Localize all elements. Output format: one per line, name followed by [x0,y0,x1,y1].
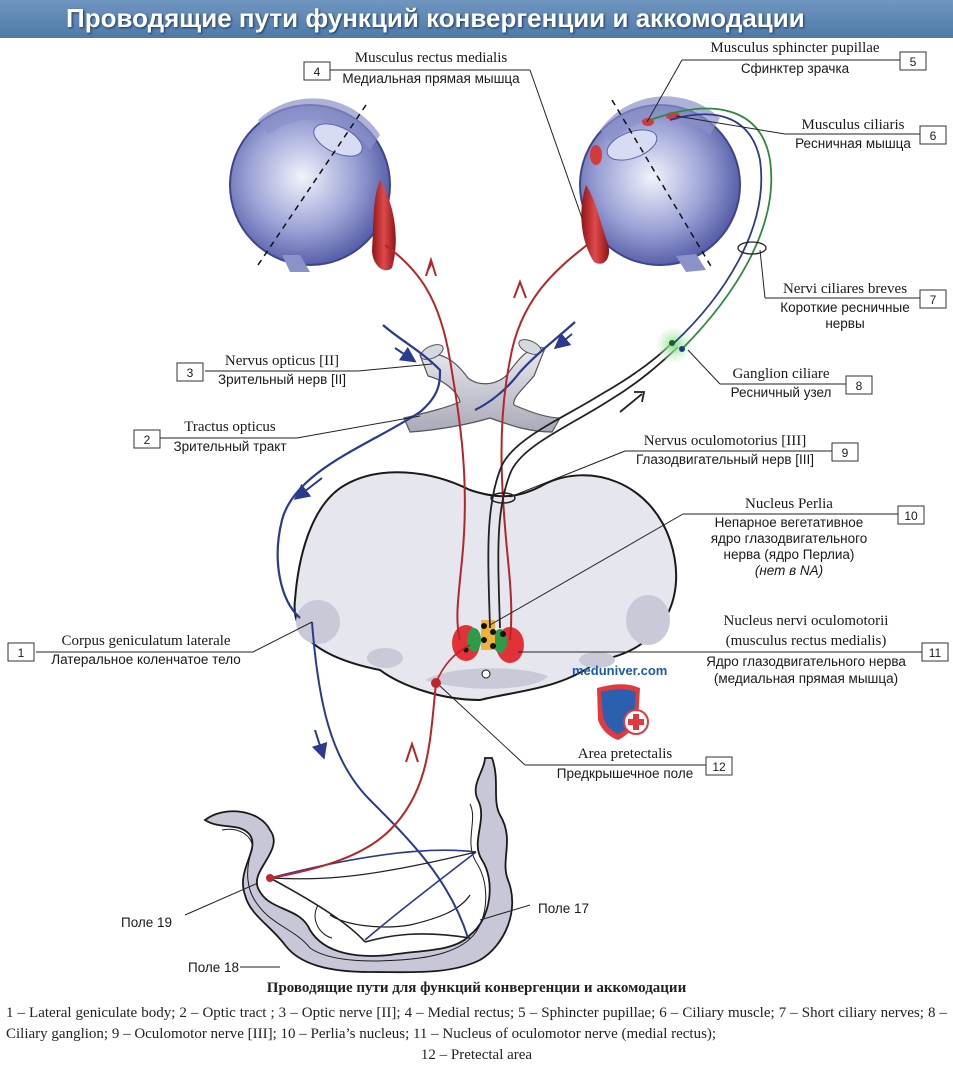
page-title: Проводящие пути функций конвергенции и а… [66,3,805,33]
label-number-7: 7 [930,293,937,307]
optic-chiasm [403,347,562,433]
label-11-ru-line2: (медиальная прямая мышца) [714,671,898,686]
label-4-ru: Медиальная прямая мышца [342,71,520,86]
right-medial-rectus-muscle [581,185,610,264]
label-10-ru-line3: нерва (ядро Перлиа) [724,547,855,562]
title-banner: Проводящие пути функций конвергенции и а… [0,0,953,38]
right-eyeball [579,96,741,272]
label-6-ru: Ресничная мышца [795,136,911,151]
field-17-label: Поле 17 [538,901,589,916]
label-number-4: 4 [314,65,321,79]
label-11-ru-line1: Ядро глазодвигательного нерва [706,654,906,669]
label-4-latin: Musculus rectus medialis [355,50,508,66]
pathway-diagram: 1 2 3 4 5 6 7 8 9 10 11 12 Corpus genicu… [7,40,949,975]
caption-title: Проводящие пути для функций конвергенции… [266,980,687,996]
label-1-ru: Латеральное коленчатое тело [51,652,241,667]
label-3-ru: Зрительный нерв [II] [218,372,346,387]
label-6-latin: Musculus ciliaris [802,117,905,133]
label-9-ru: Глазодвигательный нерв [III] [636,452,814,467]
label-5-latin: Musculus sphincter pupillae [710,40,879,56]
label-number-6: 6 [930,129,937,143]
label-7-latin: Nervi ciliares breves [783,281,907,297]
label-number-8: 8 [856,379,863,393]
figure-caption: Проводящие пути для функций конвергенции… [0,980,953,1065]
label-number-3: 3 [187,366,194,380]
label-3-latin: Nervus opticus [II] [225,353,339,369]
label-12-latin: Area pretectalis [578,746,673,762]
label-10-ru-line1: Непарное вегетативное [715,515,864,530]
label-1-latin: Corpus geniculatum laterale [61,633,230,649]
label-12-ru: Предкрышечное поле [557,766,693,781]
label-number-5: 5 [910,55,917,69]
shield-logo-icon [597,684,649,740]
label-11-latin-line2: (musculus rectus medialis) [726,633,887,649]
watermark-text: meduniver.com [572,663,667,678]
label-number-11: 11 [929,646,942,660]
field-19-label: Поле 19 [121,915,172,930]
label-10-ru-line2: ядро глазодвигательного [711,531,868,546]
label-number-10: 10 [904,509,918,523]
label-8-ru: Ресничный узел [731,385,832,400]
label-2-latin: Tractus opticus [184,419,276,435]
label-7-ru-line2: нервы [825,316,864,331]
label-8-latin: Ganglion ciliare [732,366,829,382]
visual-cortex [203,757,513,974]
label-9-latin: Nervus oculomotorius [III] [644,433,806,449]
field-18-label: Поле 18 [188,960,239,975]
label-10-latin: Nucleus Perlia [745,496,833,512]
label-number-2: 2 [144,433,151,447]
caption-legend: 1 – Lateral geniculate body; 2 – Optic t… [6,1005,947,1042]
label-5-ru: Сфинктер зрачка [741,61,850,76]
label-number-9: 9 [842,446,849,460]
label-number-1: 1 [18,646,25,660]
label-7-ru-line1: Короткие ресничные [780,300,909,315]
label-11-latin: Nucleus nervi oculomotorii [724,613,889,629]
label-2-ru: Зрительный тракт [173,439,286,454]
label-number-12: 12 [712,760,726,774]
label-10-ru-line4: (нет в NA) [755,563,823,578]
left-eyeball [229,98,391,272]
caption-legend-last: 12 – Pretectal area [420,1047,533,1063]
